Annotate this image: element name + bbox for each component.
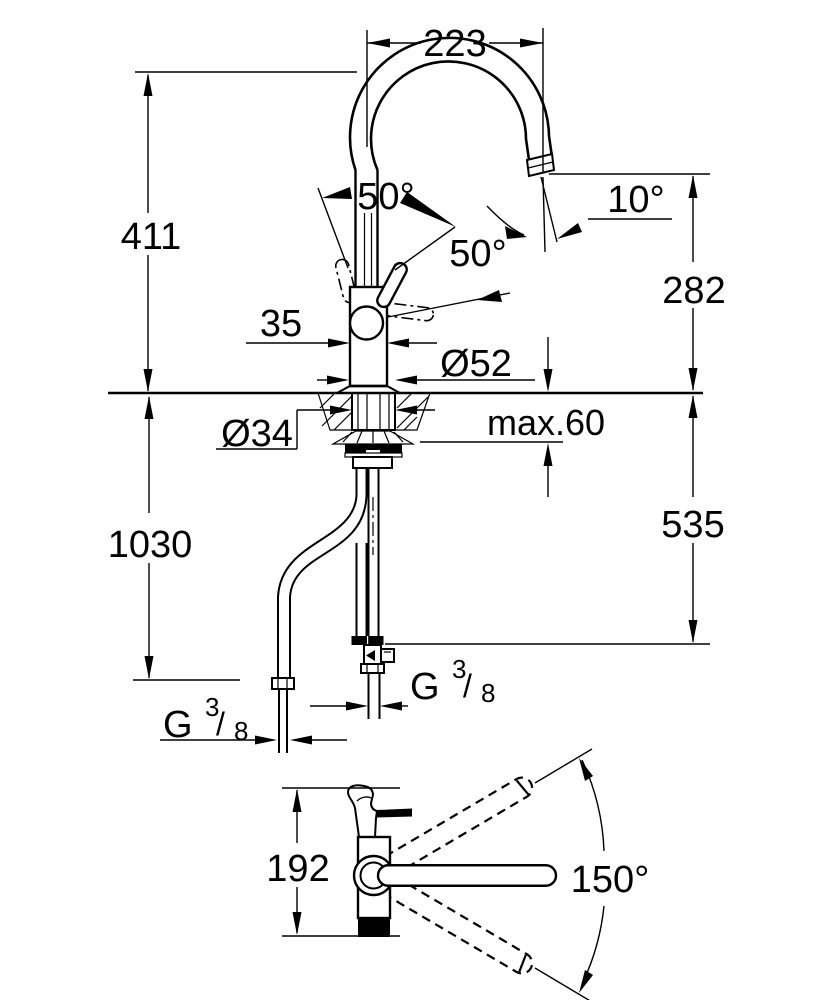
lever-position-side-dashed: [383, 302, 435, 322]
thread-left-numerator: 3: [205, 692, 219, 722]
dimension-192: 192: [266, 787, 400, 937]
thread-right-g: G: [410, 666, 440, 708]
thread-right-numerator: 3: [452, 654, 466, 684]
dim-max-deck-label: max.60: [487, 402, 605, 443]
dim-overall-height-label: 411: [121, 216, 182, 258]
thread-right-denominator: 8: [481, 678, 495, 708]
base-plate-top-view: [358, 918, 390, 937]
mounting-nut: [345, 444, 402, 453]
dimension-35: 35: [246, 303, 437, 348]
dim-spout-reach-label: 223: [423, 23, 486, 65]
dimension-50-side: 50°: [387, 233, 511, 318]
dim-hole-diameter-label: Ø34: [221, 413, 293, 455]
spout-swivel-up-dashed: [379, 776, 534, 877]
dimension-1030: 1030: [108, 396, 240, 681]
dim-body-width-label: 35: [260, 303, 302, 345]
dim-body-depth-label: 192: [266, 848, 329, 890]
lever-handle: [376, 261, 408, 309]
thread-left-slash: /: [216, 706, 225, 742]
long-hose: [277, 495, 358, 678]
dimension-282: 282: [549, 173, 726, 391]
countertop-section-left: [317, 392, 353, 431]
dim-swivel-range-label: 150°: [571, 859, 650, 901]
spout-outer-arc: [348, 36, 551, 171]
dim-lever-side-label: 50°: [449, 233, 506, 275]
dimension-150-swivel: 150°: [571, 758, 650, 993]
dimension-d52: Ø52: [317, 343, 535, 385]
dimension-d34: Ø34: [216, 405, 435, 455]
dimension-g38-left: G 3 / 8: [160, 692, 347, 746]
dim-outlet-angle-label: 10°: [607, 179, 664, 221]
valve-handle: [380, 648, 395, 663]
dim-base-diameter-label: Ø52: [440, 343, 512, 385]
thread-left-denominator: 8: [234, 716, 248, 746]
dim-supply-hose-label: 535: [661, 504, 724, 546]
spout-swivel-down-dashed: [379, 874, 534, 975]
dimension-411: 411: [121, 71, 357, 392]
dim-outlet-height-label: 282: [662, 270, 725, 312]
dimension-max60: max.60: [420, 337, 605, 497]
dimension-535: 535: [385, 395, 725, 645]
dimension-50-front: 50°: [317, 176, 456, 271]
side-view-faucet: [334, 36, 556, 394]
dimension-223: 223: [366, 23, 544, 173]
spout-top-view: [376, 864, 558, 887]
lever-pivot: [348, 305, 385, 341]
spout-inner-arc: [369, 60, 528, 171]
below-deck-assembly: [108, 391, 703, 753]
top-view-faucet: [346, 748, 593, 1000]
lever-handle-top-view: [346, 784, 379, 838]
hose-fitting-right: [368, 636, 384, 645]
countertop-section-right: [394, 392, 431, 431]
dimension-g38-right: G 3 / 8: [310, 654, 495, 711]
dimension-10-outlet: 10°: [486, 176, 672, 253]
thread-right-slash: /: [463, 668, 472, 704]
hose-fitting-left: [351, 636, 367, 645]
thread-left-g: G: [163, 704, 193, 746]
dim-lever-front-label: 50°: [357, 176, 414, 218]
dim-long-hose-label: 1030: [108, 524, 193, 566]
